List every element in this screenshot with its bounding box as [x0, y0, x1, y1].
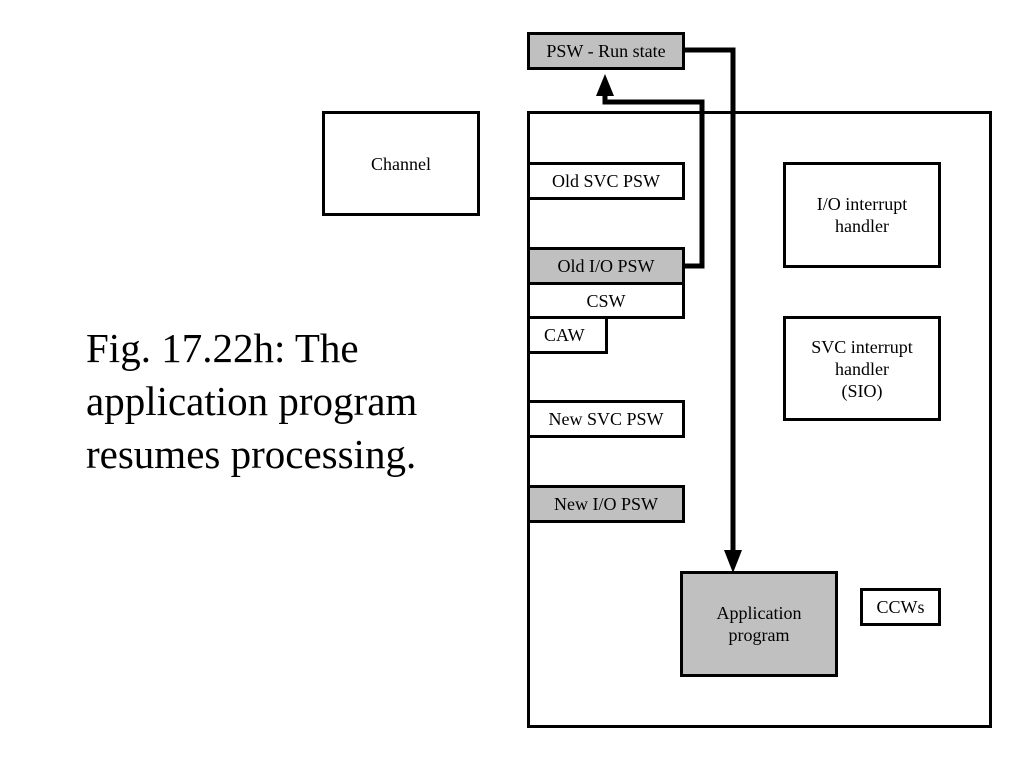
new-io-psw-box: New I/O PSW — [527, 485, 685, 523]
channel-box: Channel — [322, 111, 480, 216]
channel-label: Channel — [371, 153, 431, 174]
new-io-psw-label: New I/O PSW — [554, 494, 658, 514]
new-svc-psw-box: New SVC PSW — [527, 400, 685, 438]
old-svc-psw-label: Old SVC PSW — [551, 171, 661, 191]
new-svc-psw-label: New SVC PSW — [548, 409, 664, 429]
io-interrupt-handler-box: I/O interrupt handler — [783, 162, 941, 268]
old-io-psw-label: Old I/O PSW — [557, 256, 655, 276]
csw-label: CSW — [586, 290, 626, 311]
figure-caption: Fig. 17.22h: The application program res… — [86, 325, 418, 477]
caw-label: CAW — [544, 325, 585, 345]
io-interrupt-handler-label: I/O interrupt handler — [816, 194, 908, 236]
application-program-box: Application program — [680, 571, 838, 677]
ccws-label: CCWs — [876, 597, 925, 617]
ccws-box: CCWs — [860, 588, 941, 626]
application-program-label: Application program — [716, 603, 802, 645]
svc-interrupt-handler-box: SVC interrupt handler (SIO) — [783, 316, 941, 421]
psw-run-state-box: PSW - Run state — [527, 32, 685, 70]
psw-run-state-label: PSW - Run state — [546, 41, 666, 61]
old-svc-psw-box: Old SVC PSW — [527, 162, 685, 200]
svc-interrupt-handler-label: SVC interrupt handler (SIO) — [811, 336, 913, 401]
csw-box: CSW — [527, 282, 685, 319]
arrowhead-up-icon — [596, 74, 614, 96]
old-io-psw-box: Old I/O PSW — [527, 247, 685, 285]
caw-box: CAW — [527, 316, 608, 354]
